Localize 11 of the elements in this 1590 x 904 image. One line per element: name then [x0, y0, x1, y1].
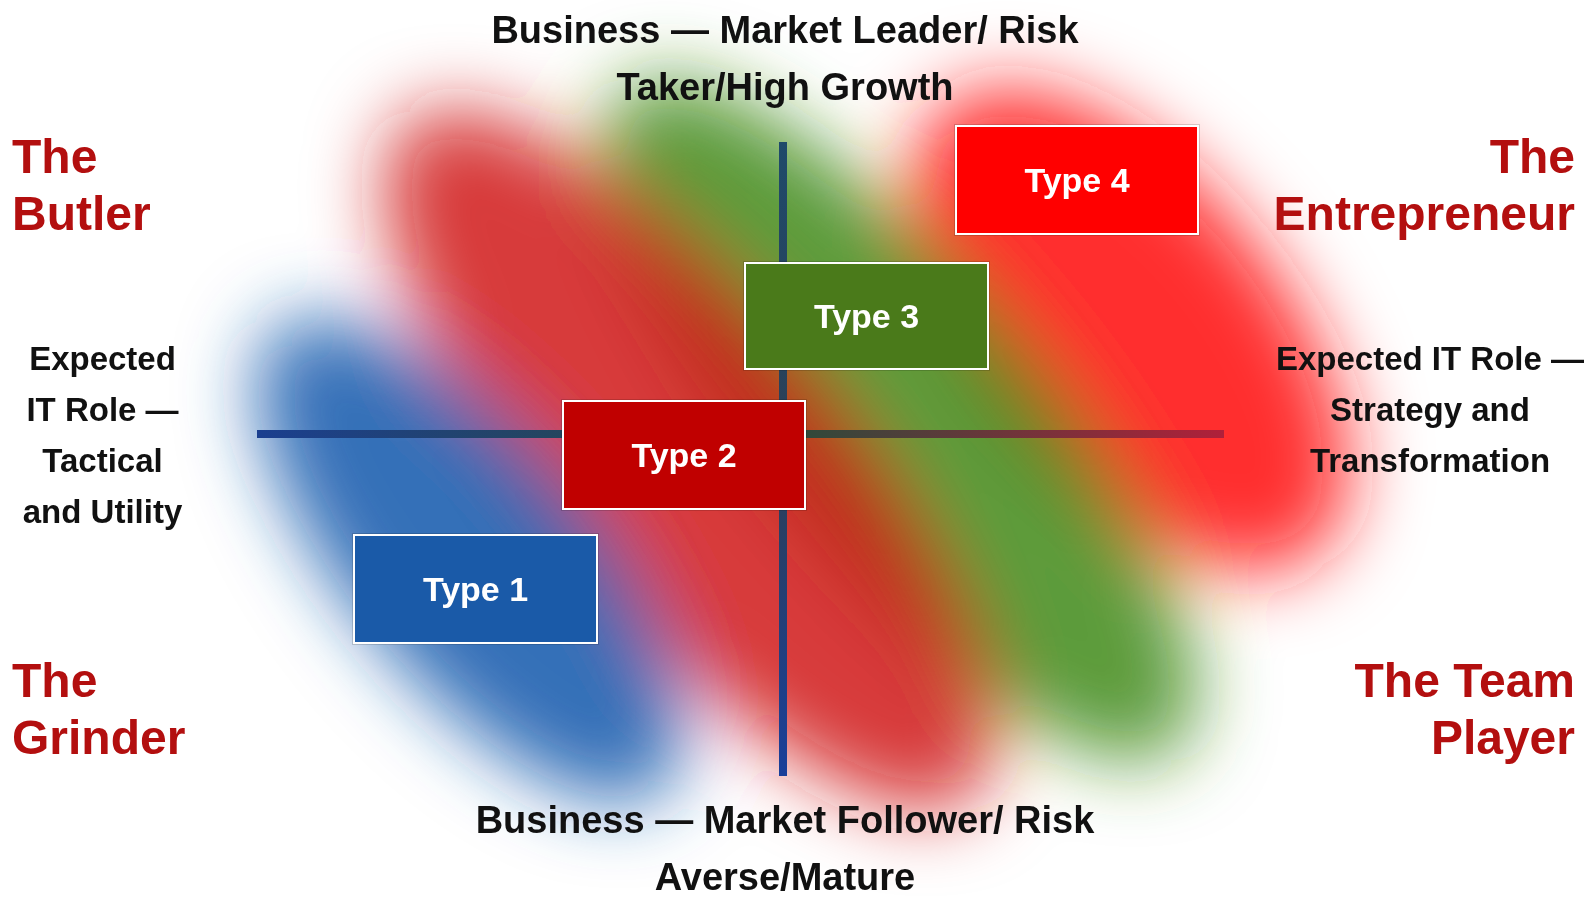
type-box: Type 3: [744, 262, 989, 370]
axis-label: Business — Market Follower/ Risk Averse/Mature: [474, 798, 1096, 900]
axis-label: Expected IT Role — Tactical and Utility: [21, 339, 184, 532]
quadrant-label: The Grinder: [12, 653, 187, 766]
type-box: Type 2: [562, 400, 806, 510]
quadrant-label: The Entrepreneur: [1272, 129, 1575, 242]
axis-label: Business — Market Leader/ Risk Taker/High Growth: [490, 8, 1080, 110]
quadrant-label: The Team Player: [1353, 653, 1575, 766]
type-box: Type 1: [353, 534, 598, 644]
type-box: Type 4: [955, 125, 1199, 235]
quadrant-label: The Butler: [12, 129, 152, 242]
